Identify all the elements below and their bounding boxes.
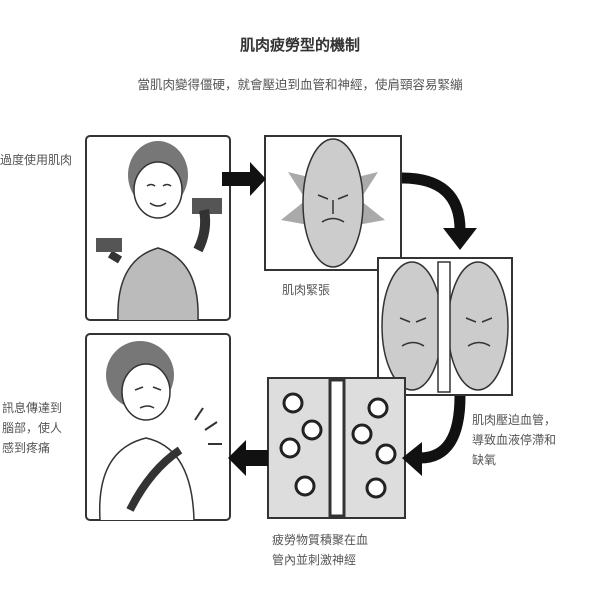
panel-muscle-tension (264, 135, 402, 271)
panel-fatigue-substances (267, 377, 406, 519)
step-label-fatigue: 疲勞物質積聚在血 管內並刺激神經 (272, 530, 368, 570)
dumbbell-right-icon (192, 198, 222, 214)
step-label-compress: 肌肉壓迫血管， 導致血液停滯和 缺氧 (472, 410, 556, 470)
panel-compress-vessel (377, 257, 513, 396)
face (133, 161, 183, 219)
label-line: 導致血液停滯和 (472, 433, 557, 447)
blood-vessel (437, 261, 451, 393)
step-label-pain: 訊息傳達到 腦部，使人 感到疼痛 (2, 398, 62, 458)
step-label-tension: 肌肉緊張 (282, 283, 331, 297)
label-line: 管內並刺激神經 (272, 553, 357, 567)
label-line: 缺氧 (472, 453, 497, 467)
arrow-right-icon (222, 162, 266, 196)
pain-lines-icon (194, 407, 222, 445)
arrow-left-icon (228, 440, 268, 476)
arrow-curve-down-icon (401, 172, 466, 231)
panel-overuse-muscle (85, 135, 231, 321)
label-line: 感到疼痛 (2, 441, 51, 455)
blood-vessel (328, 378, 346, 518)
label-line: 腦部，使人 (2, 421, 63, 435)
panel-pain (85, 333, 231, 521)
diagram-subtitle: 當肌肉變得僵硬，就會壓迫到血管和神經，使肩頸容易緊繃 (137, 77, 463, 92)
diagram-title: 肌肉疲勞型的機制 (239, 36, 360, 54)
step-label-overuse: 過度使用肌肉 (0, 153, 73, 167)
dumbbell-left-icon (96, 238, 122, 252)
label-line: 疲勞物質積聚在血 (272, 533, 369, 547)
arrow-curve-left-icon (419, 395, 466, 464)
label-line: 肌肉壓迫血管， (472, 413, 557, 427)
label-line: 訊息傳達到 (2, 401, 63, 415)
